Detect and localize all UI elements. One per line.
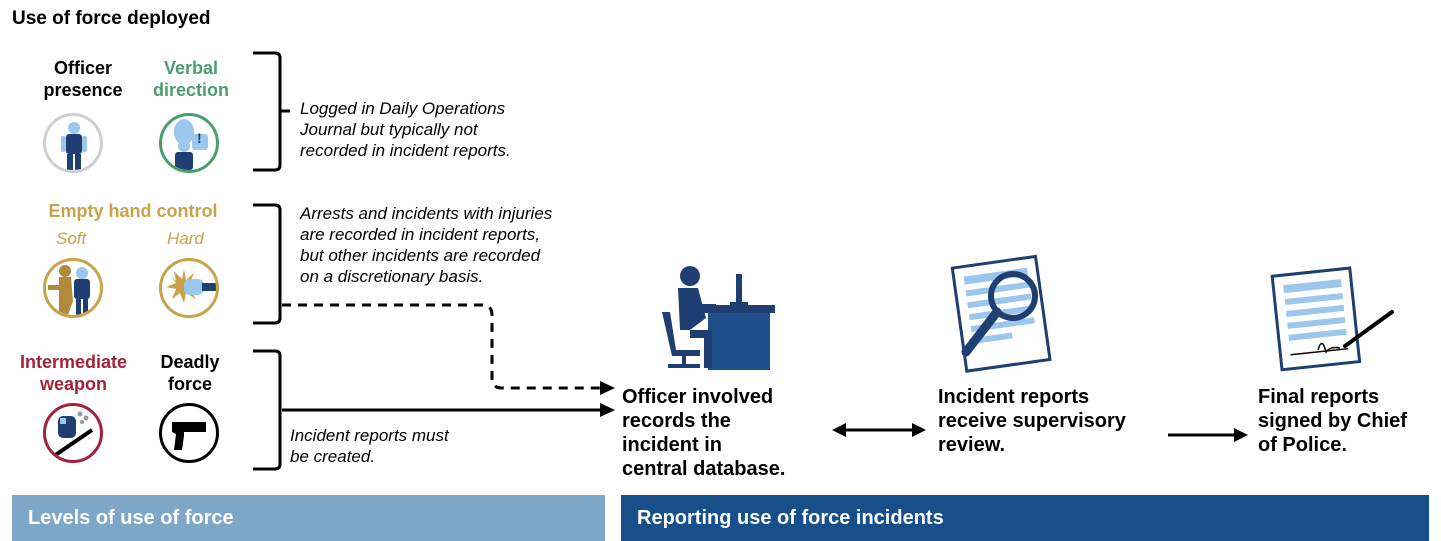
note-group1: Logged in Daily Operations Journal but t… xyxy=(300,99,511,160)
reporting-section-bar: Reporting use of force incidents xyxy=(621,495,1429,541)
bracket-group3 xyxy=(253,349,282,471)
empty-hand-control-label: Empty hand control xyxy=(48,201,218,221)
soft-label: Soft xyxy=(56,229,87,248)
empty-hand-hard-icon xyxy=(159,258,219,318)
step-review: Incident reports receive supervisory rev… xyxy=(938,386,1126,456)
verbal-direction-label: Verbal direction xyxy=(152,58,229,100)
step-record: Officer involved records the incident in… xyxy=(622,386,786,480)
deadly-force-label: Deadly force xyxy=(160,352,220,394)
note-group2: Arrests and incidents with injuries are … xyxy=(300,204,553,286)
levels-section-bar: Levels of use of force xyxy=(12,495,605,541)
step-sign: Final reports signed by Chief of Police. xyxy=(1258,386,1407,456)
diagram-title: Use of force deployed xyxy=(12,8,211,29)
exclamation-glyph: ! xyxy=(197,130,202,146)
intermediate-weapon-icon xyxy=(43,403,103,463)
empty-hand-soft-icon xyxy=(43,258,103,318)
document-magnifier-illustration xyxy=(950,254,1052,373)
note-group3: Incident reports must be created. xyxy=(290,426,449,466)
hard-label: Hard xyxy=(167,229,204,248)
intermediate-weapon-label: Intermediate weapon xyxy=(19,352,128,394)
signed-document-illustration xyxy=(1270,266,1394,372)
bracket-group1 xyxy=(253,51,282,172)
verbal-direction-icon: ! xyxy=(159,113,219,173)
bracket-group2 xyxy=(253,203,282,325)
officer-computer-illustration xyxy=(662,266,775,370)
officer-presence-label: Officer presence xyxy=(43,58,123,100)
deadly-force-icon xyxy=(159,403,219,463)
dashed-arrow xyxy=(282,303,600,390)
officer-presence-icon xyxy=(43,113,103,173)
